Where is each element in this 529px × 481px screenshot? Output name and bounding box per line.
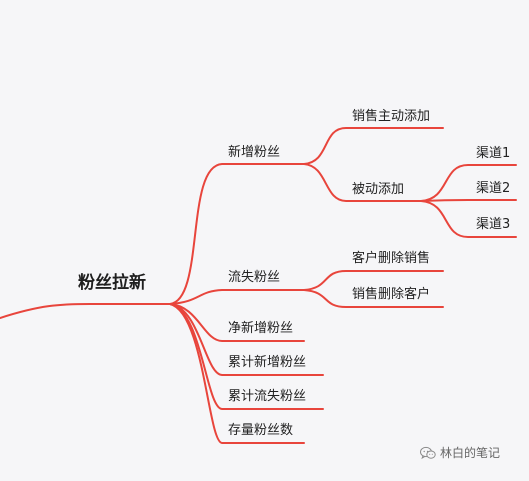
node-qudao-2[interactable]: 渠道2	[476, 181, 511, 196]
node-leiji-liushi-fensi[interactable]: 累计流失粉丝	[228, 389, 307, 404]
edge-root-jingxinzeng	[169, 303, 305, 342]
edge-liushi-xiaoshoushanchu	[303, 289, 444, 308]
node-qudao-1[interactable]: 渠道1	[476, 146, 511, 161]
edge-beidong-qudao3	[420, 200, 517, 238]
edge-xinzeng-beidong	[303, 163, 422, 202]
edge-beidong-qudao1	[420, 164, 517, 202]
node-xinzeng-fensi[interactable]: 新增粉丝	[228, 145, 281, 160]
node-beidong-tianjia[interactable]: 被动添加	[352, 182, 405, 197]
edge-root-xinzeng	[169, 163, 305, 305]
node-kehu-shanchu-xiaoshou[interactable]: 客户删除销售	[352, 251, 431, 266]
watermark: 林白的笔记	[420, 444, 500, 461]
edge-xinzeng-xiaoshouzhudong	[303, 127, 444, 165]
node-xiaoshou-shanchu-kehu[interactable]: 销售删除客户	[352, 287, 431, 302]
root-left-connector	[0, 303, 171, 319]
node-qudao-3[interactable]: 渠道3	[476, 217, 511, 232]
root-node[interactable]: 粉丝拉新	[78, 273, 146, 293]
wechat-bubble-icon	[420, 446, 436, 459]
edge-root-liushi	[169, 289, 305, 305]
node-jing-xinzeng-fensi[interactable]: 净新增粉丝	[228, 321, 294, 336]
node-liushi-fensi[interactable]: 流失粉丝	[228, 270, 281, 285]
edge-root-cunliang	[169, 303, 305, 444]
node-cunliang-fensi-shu[interactable]: 存量粉丝数	[228, 423, 294, 438]
node-xiaoshou-zhudong-tianjia[interactable]: 销售主动添加	[352, 109, 431, 124]
watermark-text: 林白的笔记	[440, 446, 501, 460]
node-leiji-xinzeng-fensi[interactable]: 累计新增粉丝	[228, 355, 307, 370]
edge-beidong-qudao2	[420, 199, 517, 202]
edge-liushi-kehushanchu	[303, 270, 444, 291]
